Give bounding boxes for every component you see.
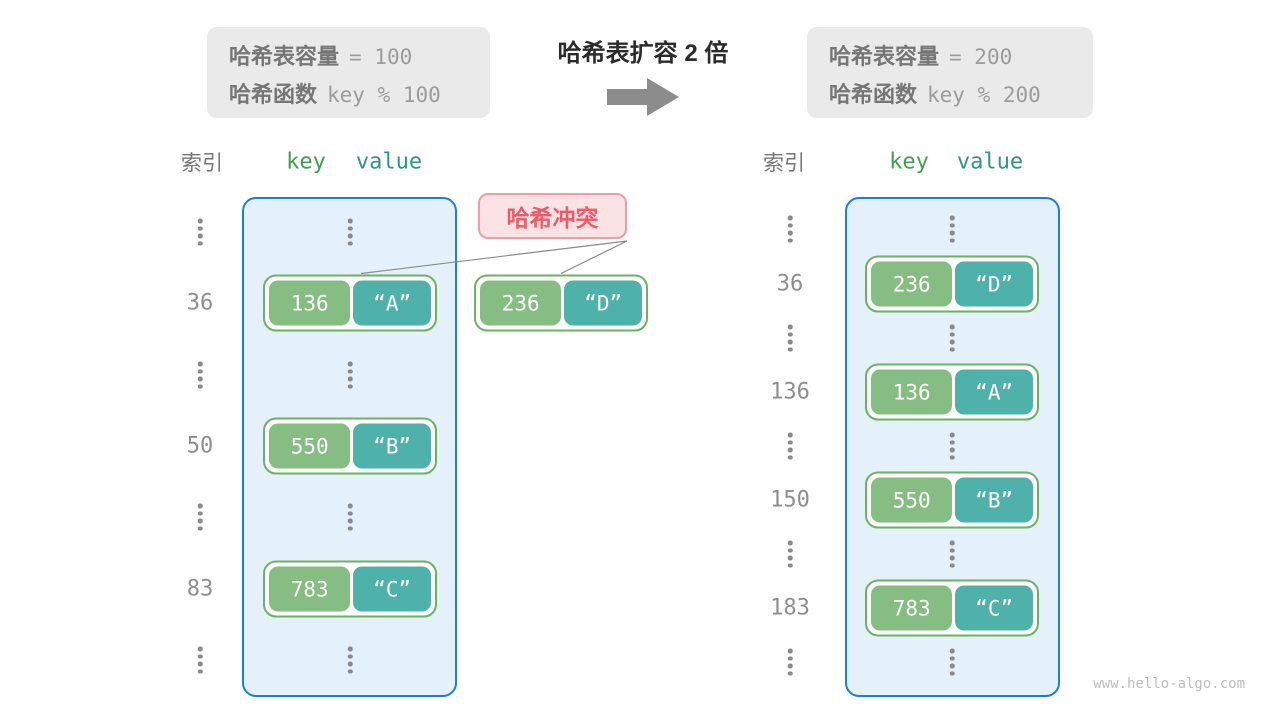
value-cell: “A” (353, 280, 431, 326)
ellipsis-dots (787, 324, 793, 352)
ellipsis-dots (197, 361, 203, 389)
capacity-value: = 200 (949, 45, 1013, 69)
right-arrow-icon (607, 78, 679, 116)
ellipsis-dots (787, 432, 793, 460)
kv-pair: 550 “B” (263, 417, 437, 475)
ellipsis-dots (197, 503, 203, 531)
ellipsis-dots (949, 215, 955, 243)
watermark: www.hello-algo.com (1093, 676, 1245, 692)
key-cell: 136 (871, 369, 953, 415)
ellipsis-dots (347, 361, 353, 389)
ellipsis-dots (197, 646, 203, 674)
index-label: 50 (186, 433, 214, 459)
value-cell: “A” (955, 369, 1033, 415)
capacity-value: = 100 (349, 45, 413, 69)
value-cell: “C” (353, 566, 431, 612)
hash-function-label: 哈希函数 (829, 82, 918, 107)
capacity-line: 哈希表容量 = 100 (229, 38, 490, 76)
ellipsis-dots (347, 503, 353, 531)
hash-function-value: key % 100 (327, 83, 441, 107)
key-cell: 236 (871, 261, 953, 307)
hash-function-value: key % 200 (927, 83, 1041, 107)
key-cell: 236 (480, 280, 562, 326)
expand-title: 哈希表扩容 2 倍 (557, 40, 729, 67)
key-cell: 136 (269, 280, 351, 326)
ellipsis-dots (347, 646, 353, 674)
key-cell: 783 (269, 566, 351, 612)
ellipsis-dots (787, 648, 793, 676)
kv-pair: 783 “C” (865, 579, 1039, 637)
right-value-header: value (956, 149, 1024, 175)
kv-pair: 550 “B” (865, 471, 1039, 529)
key-cell: 550 (871, 477, 953, 523)
value-cell: “D” (955, 261, 1033, 307)
capacity-box-after: 哈希表容量 = 200 哈希函数 key % 200 (807, 27, 1093, 118)
index-label: 83 (186, 576, 214, 602)
right-key-header: key (889, 149, 929, 175)
capacity-line: 哈希表容量 = 200 (829, 38, 1093, 76)
kv-pair: 136 “A” (263, 274, 437, 332)
left-value-header: value (355, 149, 423, 175)
conflict-connector-lines (360, 240, 628, 275)
value-cell: “B” (955, 477, 1033, 523)
ellipsis-dots (949, 648, 955, 676)
left-index-header: 索引 (181, 152, 223, 175)
value-cell: “C” (955, 585, 1033, 631)
right-index-header: 索引 (763, 152, 805, 175)
value-cell: “D” (564, 280, 642, 326)
value-cell: “B” (353, 423, 431, 469)
ellipsis-dots (197, 218, 203, 246)
kv-pair: 236 “D” (865, 255, 1039, 313)
index-label: 36 (776, 271, 804, 297)
hash-function-line: 哈希函数 key % 100 (229, 76, 490, 114)
key-cell: 550 (269, 423, 351, 469)
left-key-header: key (286, 149, 326, 175)
ellipsis-dots (347, 218, 353, 246)
ellipsis-dots (949, 432, 955, 460)
index-label: 183 (770, 595, 810, 621)
ellipsis-dots (949, 324, 955, 352)
capacity-label: 哈希表容量 (229, 44, 340, 69)
ellipsis-dots (787, 540, 793, 568)
index-label: 36 (186, 290, 214, 316)
ellipsis-dots (949, 540, 955, 568)
kv-pair: 783 “C” (263, 560, 437, 618)
index-label: 150 (770, 487, 810, 513)
kv-pair-colliding: 236 “D” (474, 274, 648, 332)
ellipsis-dots (787, 215, 793, 243)
key-cell: 783 (871, 585, 953, 631)
kv-pair: 136 “A” (865, 363, 1039, 421)
hash-conflict-badge: 哈希冲突 (478, 193, 627, 239)
hash-function-line: 哈希函数 key % 200 (829, 76, 1093, 114)
index-label: 136 (770, 379, 810, 405)
hash-function-label: 哈希函数 (229, 82, 318, 107)
capacity-box-before: 哈希表容量 = 100 哈希函数 key % 100 (207, 27, 490, 118)
capacity-label: 哈希表容量 (829, 44, 940, 69)
